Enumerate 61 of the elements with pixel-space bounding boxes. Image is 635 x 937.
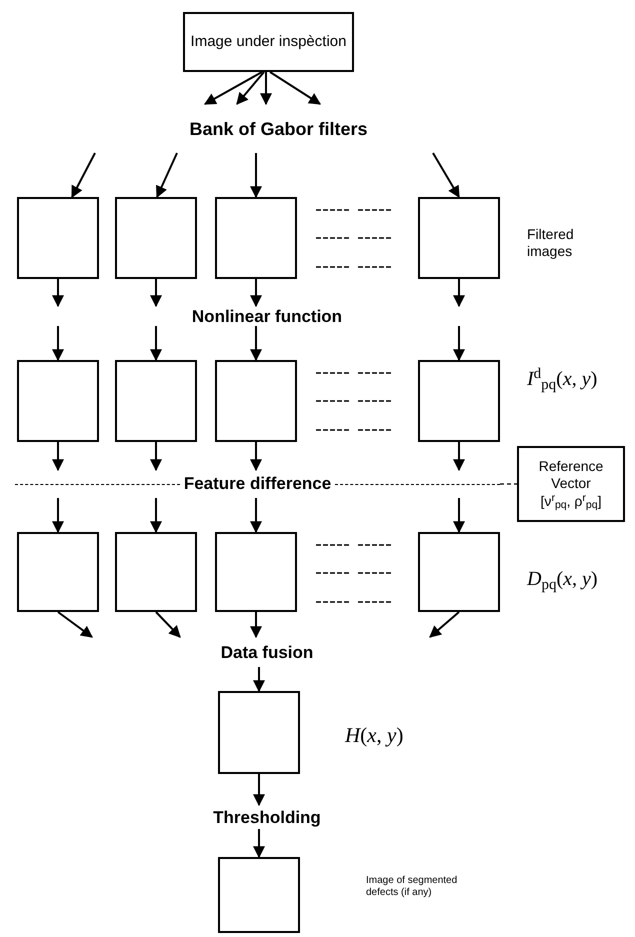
arrow bbox=[52, 279, 64, 308]
arrow bbox=[250, 153, 262, 198]
arrow bbox=[52, 498, 64, 534]
output-note: Image of segmented defects (if any) bbox=[366, 875, 458, 899]
image-box bbox=[115, 197, 197, 279]
arrow bbox=[155, 611, 181, 638]
image-box bbox=[215, 532, 297, 612]
step-label: Bank of Gabor filters bbox=[189, 120, 368, 138]
box-text: [ν$^{r}$$_{pq}$, ρ$^{r}$$_{pq}$] bbox=[540, 492, 602, 510]
arrow bbox=[236, 71, 265, 105]
image-box bbox=[418, 532, 500, 612]
arrow bbox=[150, 279, 162, 308]
arrow bbox=[250, 612, 262, 638]
step-label: Data fusion bbox=[220, 644, 314, 660]
arrow bbox=[429, 611, 460, 638]
arrow bbox=[250, 442, 262, 472]
arrow bbox=[57, 611, 93, 638]
arrow bbox=[250, 498, 262, 534]
arrow bbox=[253, 667, 265, 692]
image-box bbox=[215, 360, 297, 442]
image-box bbox=[218, 691, 300, 774]
arrow bbox=[71, 152, 96, 198]
image-box bbox=[215, 197, 297, 279]
arrow bbox=[204, 71, 262, 105]
step-label: Thresholding bbox=[213, 808, 321, 826]
image-box bbox=[418, 197, 500, 279]
arrow bbox=[453, 498, 465, 534]
arrow bbox=[250, 279, 262, 308]
arrow bbox=[260, 72, 272, 106]
node-caption: H(x, y) bbox=[345, 722, 404, 749]
arrow bbox=[453, 279, 465, 308]
box-text: Image under inspèction bbox=[190, 32, 346, 52]
arrow bbox=[156, 152, 178, 198]
dashed-connector bbox=[500, 483, 517, 485]
arrow bbox=[150, 442, 162, 472]
arrow bbox=[453, 442, 465, 472]
node-caption: I$^{d}$$_{pq}$(x, y) bbox=[527, 364, 598, 394]
image-box bbox=[17, 197, 99, 279]
labeled-box bbox=[517, 446, 625, 522]
step-label: Feature difference bbox=[182, 473, 332, 496]
arrow bbox=[150, 326, 162, 362]
image-box bbox=[115, 532, 197, 612]
arrow bbox=[150, 498, 162, 534]
arrow bbox=[453, 326, 465, 362]
box-text: Reference Vector bbox=[538, 458, 604, 493]
image-box bbox=[218, 857, 300, 933]
arrow bbox=[52, 326, 64, 362]
image-box bbox=[17, 360, 99, 442]
labeled-box bbox=[183, 12, 354, 72]
image-box bbox=[17, 532, 99, 612]
node-caption: D$_{pq}$(x, y) bbox=[527, 567, 599, 594]
node-caption: Filtered images bbox=[527, 226, 575, 260]
arrow bbox=[253, 829, 265, 858]
image-box bbox=[418, 360, 500, 442]
arrow bbox=[250, 326, 262, 362]
arrow bbox=[52, 442, 64, 472]
arrow bbox=[253, 774, 265, 806]
step-label: Nonlinear function bbox=[192, 308, 342, 324]
arrow bbox=[432, 152, 460, 198]
arrow bbox=[269, 71, 321, 105]
image-box bbox=[115, 360, 197, 442]
